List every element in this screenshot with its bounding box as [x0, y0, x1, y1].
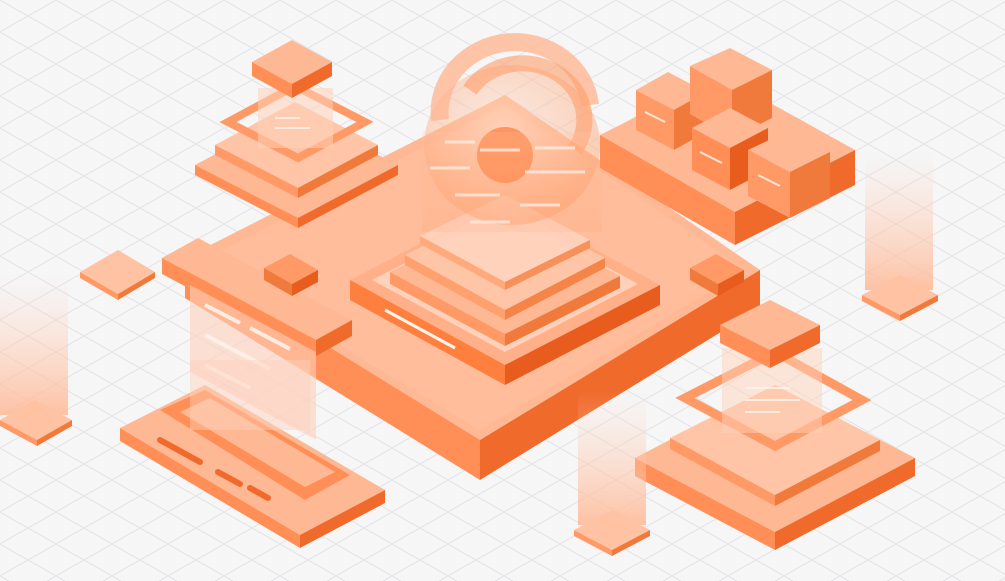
light-beam-left [0, 275, 72, 446]
server-stack-bottom-right [635, 300, 915, 550]
dashboard-tray-bottom-left [120, 360, 385, 548]
hologram-sphere [422, 33, 602, 232]
server-stack-top-left [195, 40, 398, 228]
light-beam-right [862, 150, 938, 321]
dashboard-panel-left [162, 238, 352, 440]
small-cube-left [264, 254, 318, 296]
cube-cluster-top-right [600, 48, 855, 245]
cube [748, 130, 830, 218]
small-tile-left [80, 250, 155, 300]
small-cube-right [690, 254, 744, 296]
light-beam-bottom [574, 390, 650, 556]
